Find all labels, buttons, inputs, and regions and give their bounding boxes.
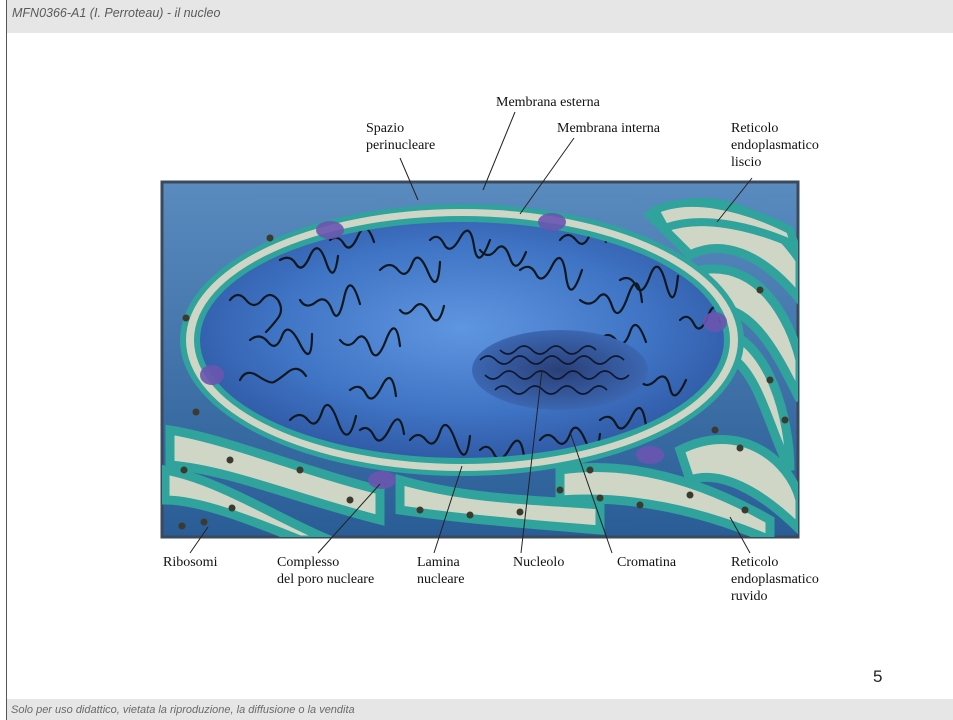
label-ribosomi: Ribosomi xyxy=(163,554,217,571)
label-spazio-perinucleare: Spazio perinucleare xyxy=(366,120,435,154)
footer-notice: Solo per uso didattico, vietata la ripro… xyxy=(11,704,355,716)
footer-bar: Solo per uso didattico, vietata la ripro… xyxy=(7,699,953,720)
label-reticolo-liscio: Reticolo endoplasmatico liscio xyxy=(731,120,819,171)
nucleolus xyxy=(472,330,648,410)
label-reticolo-ruvido: Reticolo endoplasmatico ruvido xyxy=(731,554,819,605)
page-number: 5 xyxy=(873,667,882,687)
label-cromatina: Cromatina xyxy=(617,554,676,571)
label-membrana-interna: Membrana interna xyxy=(557,120,660,137)
label-membrana-esterna: Membrana esterna xyxy=(496,94,600,111)
label-nucleolo: Nucleolo xyxy=(513,554,564,571)
label-complesso-poro: Complesso del poro nucleare xyxy=(277,554,374,588)
label-lamina-nucleare: Lamina nucleare xyxy=(417,554,464,588)
